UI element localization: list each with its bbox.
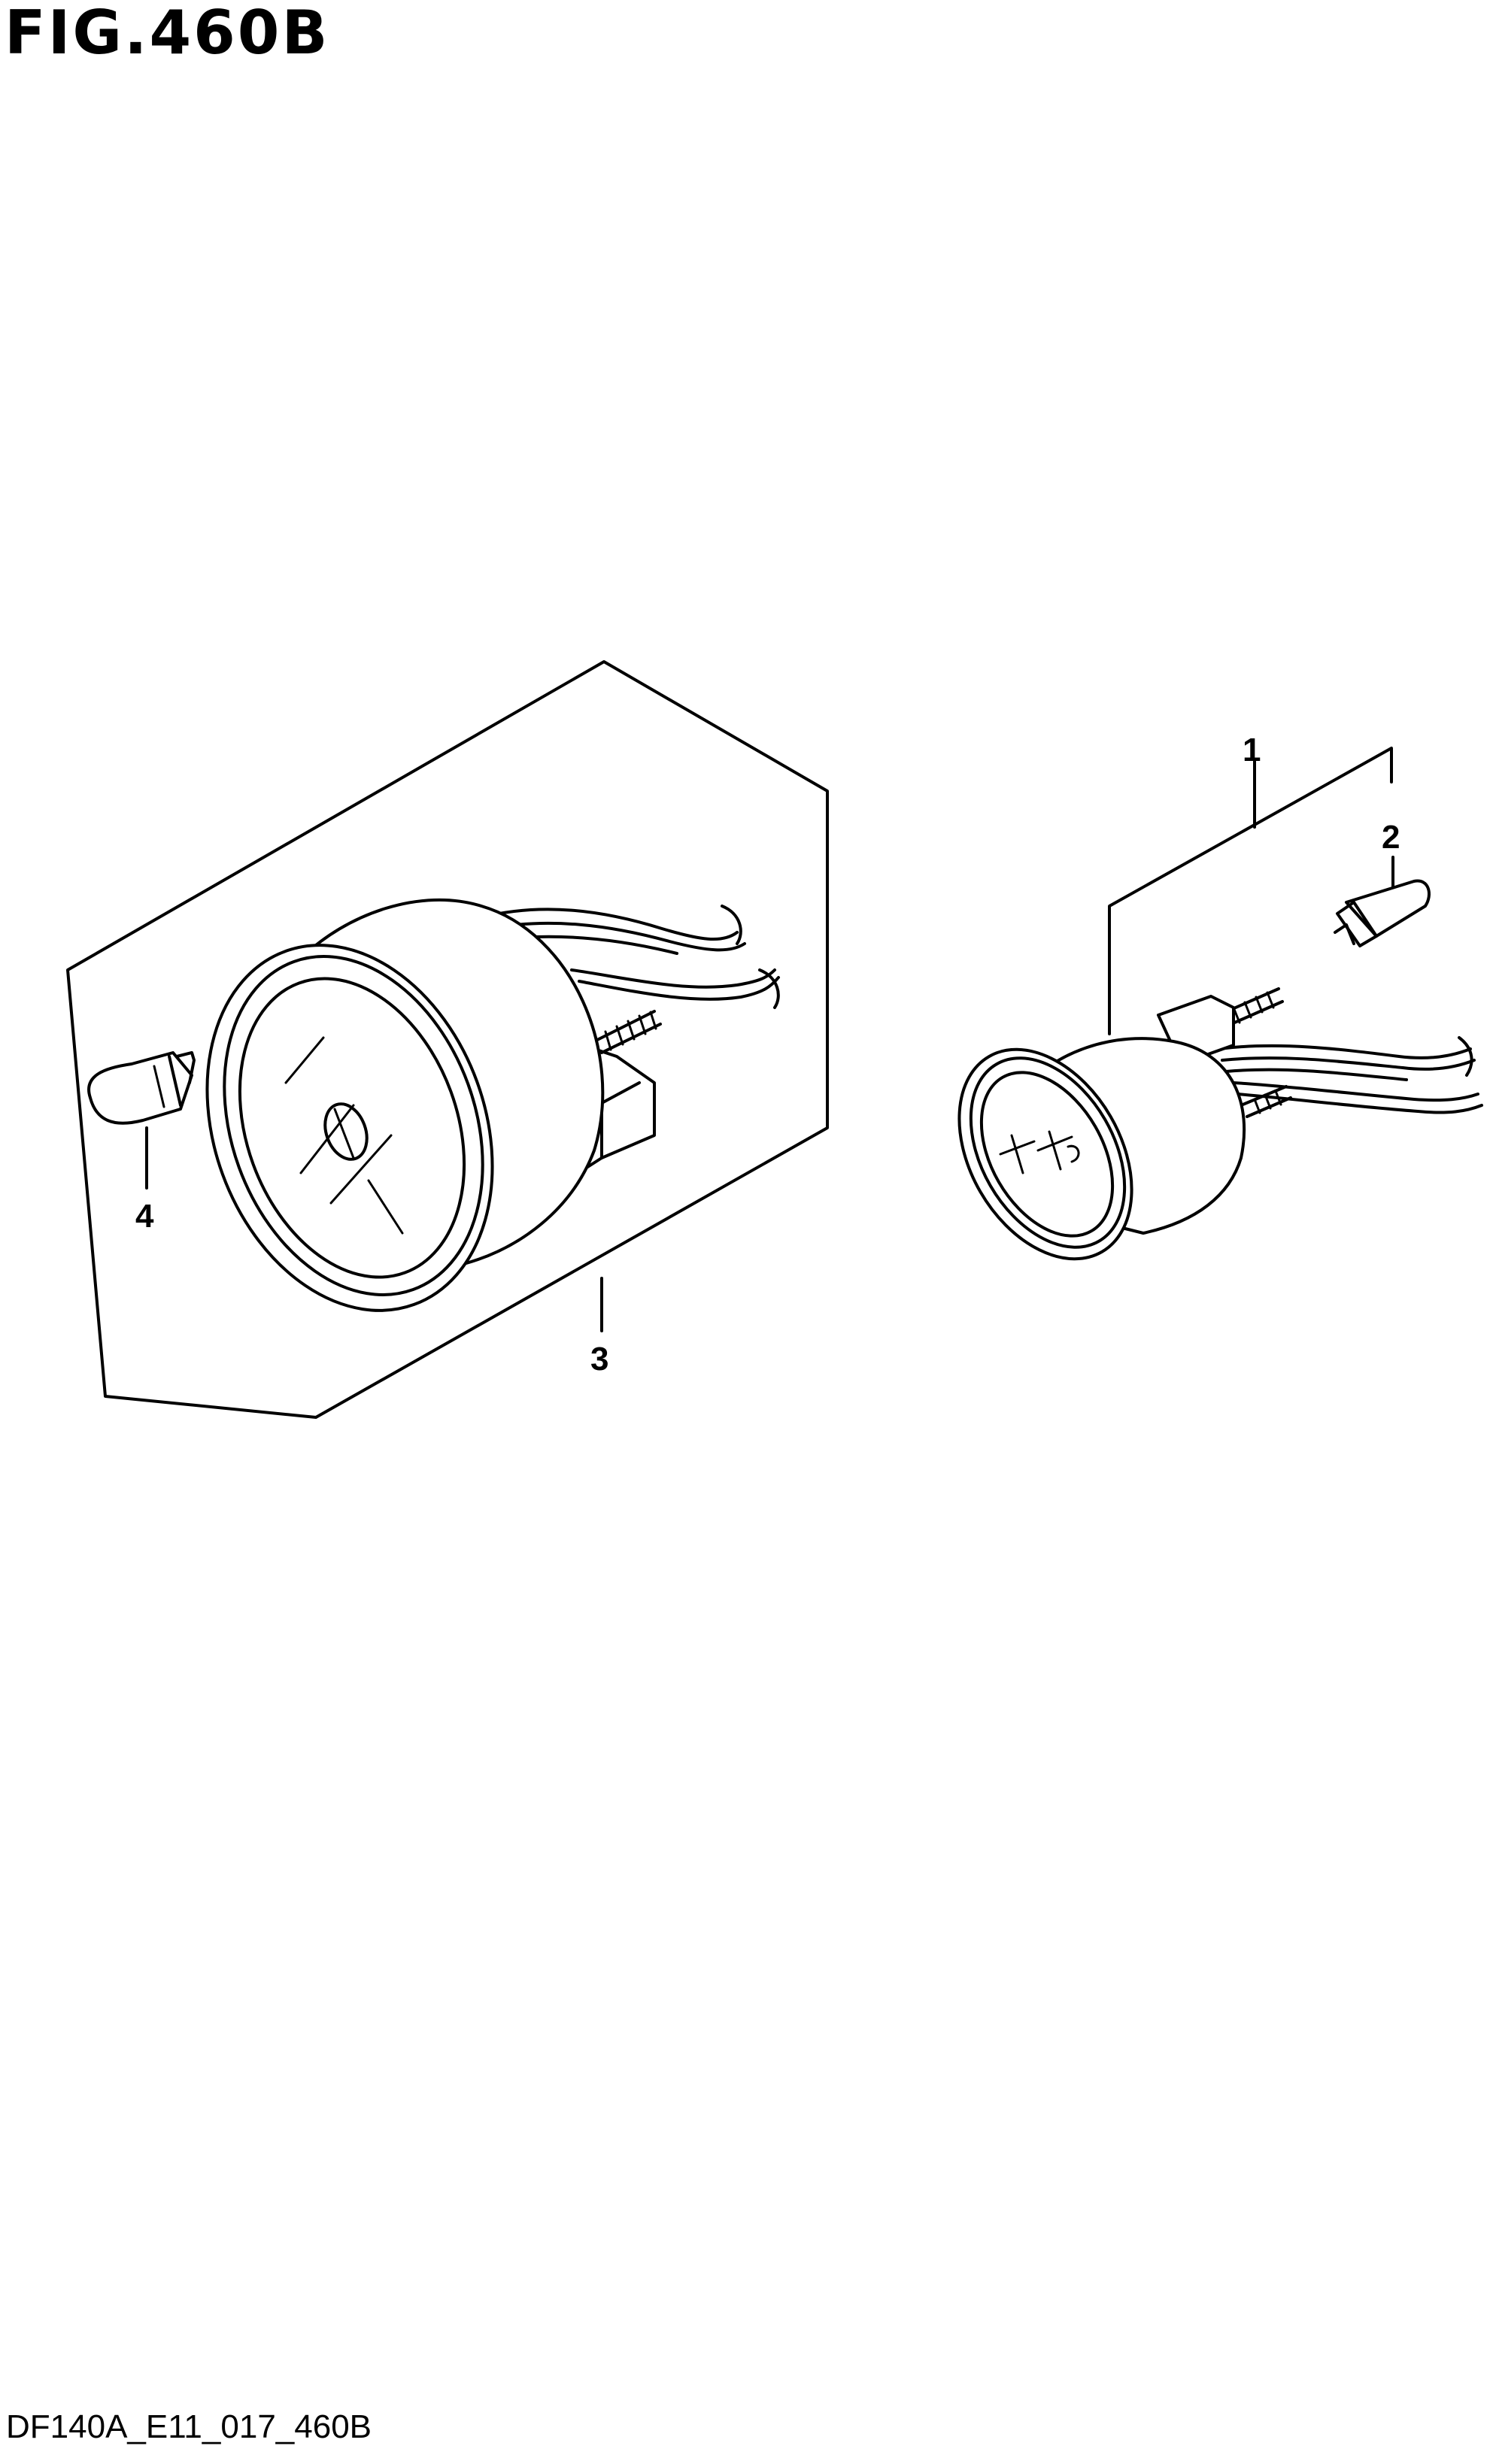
callout-4: 4 <box>135 1198 154 1235</box>
callout-1: 1 <box>1243 732 1261 768</box>
figure-title: FIG.460B <box>5 0 330 68</box>
large-gauge <box>205 898 780 1312</box>
callout-2: 2 <box>1382 819 1400 856</box>
callout-3: 3 <box>590 1341 608 1377</box>
kit-outline-box <box>66 660 829 1419</box>
bulb-part-4 <box>87 1051 196 1125</box>
drawing-code: DF140A_E11_017_460B <box>6 2408 372 2445</box>
leader-line-1 <box>1108 747 1393 1035</box>
small-gauge <box>957 987 1483 1261</box>
bulb-part-2 <box>1334 879 1431 947</box>
